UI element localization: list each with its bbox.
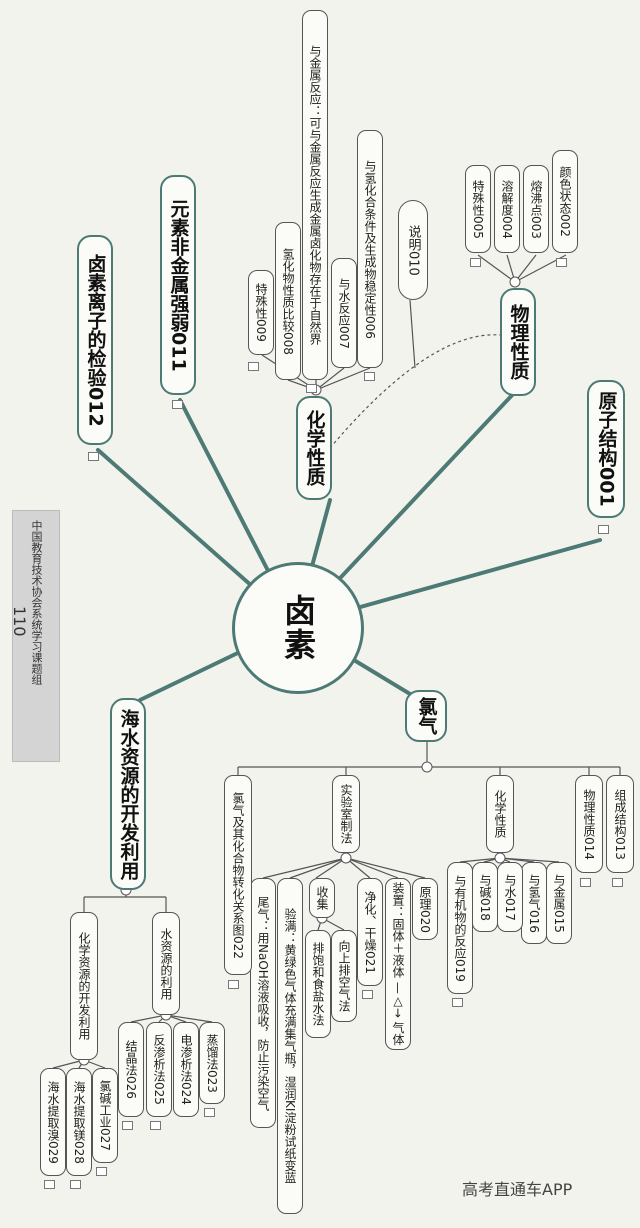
- document-icon[interactable]: [70, 1180, 81, 1189]
- document-icon[interactable]: [580, 878, 591, 887]
- document-icon[interactable]: [248, 362, 259, 371]
- document-icon[interactable]: [44, 1180, 55, 1189]
- node-seawater[interactable]: 海水资源的开发利用: [110, 698, 146, 890]
- node-lab-apparatus[interactable]: 装置：固体＋液体 —△→ 气体: [385, 878, 411, 1050]
- document-icon[interactable]: [598, 525, 609, 534]
- node-chem-res-item[interactable]: 海水提取镁028: [66, 1068, 92, 1176]
- node-chem-item[interactable]: 与水反应007: [331, 258, 357, 368]
- document-icon[interactable]: [122, 1121, 133, 1130]
- node-chem-item[interactable]: 与氢化合条件及生成物稳定性006: [357, 130, 383, 368]
- node-chem-item[interactable]: 氢化物性质比较008: [275, 222, 301, 380]
- node-chem-item[interactable]: 特殊性009: [248, 270, 274, 355]
- node-chlorine-structure[interactable]: 组成结构013: [606, 775, 634, 873]
- document-icon[interactable]: [612, 878, 623, 887]
- node-physical-item[interactable]: 特殊性005: [465, 165, 491, 253]
- node-chem-res-item[interactable]: 海水提取溴029: [40, 1068, 66, 1176]
- node-chlorine-chem-item[interactable]: 与有机物的反应019: [447, 862, 473, 994]
- node-chemical-properties[interactable]: 化学性质: [296, 396, 332, 500]
- side-title-org: 中国教育技术协会系统学习课题组: [30, 520, 43, 685]
- document-icon[interactable]: [228, 980, 239, 989]
- node-chlorine-chem-item[interactable]: 与水017: [497, 862, 523, 932]
- node-water-item[interactable]: 电渗析法024: [173, 1022, 199, 1117]
- node-water-resources[interactable]: 水资源的利用: [152, 912, 180, 1015]
- node-chem-item[interactable]: 与金属反应：可与金属反应生成金属卤化物存在于自然界: [302, 10, 328, 380]
- node-water-item[interactable]: 结晶法026: [118, 1022, 144, 1117]
- node-physical-properties[interactable]: 物理性质: [500, 288, 536, 396]
- node-physical-item[interactable]: 熔沸点003: [523, 165, 549, 253]
- document-icon[interactable]: [96, 1167, 107, 1176]
- node-nonmetal-strength[interactable]: 元素非金属强弱011: [160, 175, 196, 395]
- node-chem-resources[interactable]: 化学资源的开发利用: [70, 912, 98, 1060]
- central-topic[interactable]: 卤素: [232, 562, 364, 694]
- node-chlorine-chem[interactable]: 化学性质: [486, 775, 514, 853]
- side-title-number: 110: [10, 606, 29, 637]
- document-icon[interactable]: [556, 258, 567, 267]
- node-halide-ion-test[interactable]: 卤素离子的检验012: [77, 235, 113, 445]
- watermark: 高考直通车APP: [462, 1180, 573, 1199]
- node-physical-item[interactable]: 溶解度004: [494, 165, 520, 253]
- document-icon[interactable]: [364, 372, 375, 381]
- node-chlorine-chem-item[interactable]: 与氢气016: [521, 862, 547, 944]
- node-lab-check[interactable]: 验满：黄绿色气体充满集气瓶，湿润KI淀粉试纸变蓝: [277, 878, 303, 1214]
- node-water-item[interactable]: 蒸馏法023: [199, 1022, 225, 1104]
- node-lab-collect-item[interactable]: 排饱和食盐水法: [305, 930, 331, 1038]
- document-icon[interactable]: [150, 1121, 161, 1130]
- central-topic-label: 卤素: [279, 594, 317, 662]
- node-atom-structure[interactable]: 原子结构001: [587, 380, 625, 518]
- node-chlorine-physical[interactable]: 物理性质014: [575, 775, 603, 873]
- node-lab-tail[interactable]: 尾气：用NaOH溶液吸收，防止污染空气: [250, 878, 276, 1128]
- document-icon[interactable]: [88, 452, 99, 461]
- node-lab-preparation[interactable]: 实验室制法: [332, 775, 360, 853]
- node-physical-item[interactable]: 颜色状态002: [552, 150, 578, 253]
- node-lab-purify[interactable]: 净化、干燥021: [357, 878, 383, 986]
- document-icon[interactable]: [452, 998, 463, 1007]
- node-chem-res-item[interactable]: 氯碱工业027: [92, 1068, 118, 1163]
- document-icon[interactable]: [470, 258, 481, 267]
- node-lab-collect[interactable]: 收集: [309, 878, 335, 918]
- node-chlorine-chem-item[interactable]: 与金属015: [546, 862, 572, 944]
- node-lab-principle[interactable]: 原理020: [412, 878, 438, 940]
- node-chlorine-conversion[interactable]: 氯气及其化合物转化关系图022: [224, 775, 252, 975]
- node-water-item[interactable]: 反渗析法025: [146, 1022, 172, 1117]
- node-note[interactable]: 说明010: [398, 200, 428, 300]
- document-icon[interactable]: [362, 990, 373, 999]
- side-title-box: [12, 510, 60, 762]
- document-icon[interactable]: [204, 1108, 215, 1117]
- node-lab-collect-item[interactable]: 向上排空气法: [331, 930, 357, 1022]
- document-icon[interactable]: [306, 384, 317, 393]
- document-icon[interactable]: [172, 400, 183, 409]
- node-chlorine[interactable]: 氯气: [405, 690, 447, 742]
- node-chlorine-chem-item[interactable]: 与碱018: [472, 862, 498, 932]
